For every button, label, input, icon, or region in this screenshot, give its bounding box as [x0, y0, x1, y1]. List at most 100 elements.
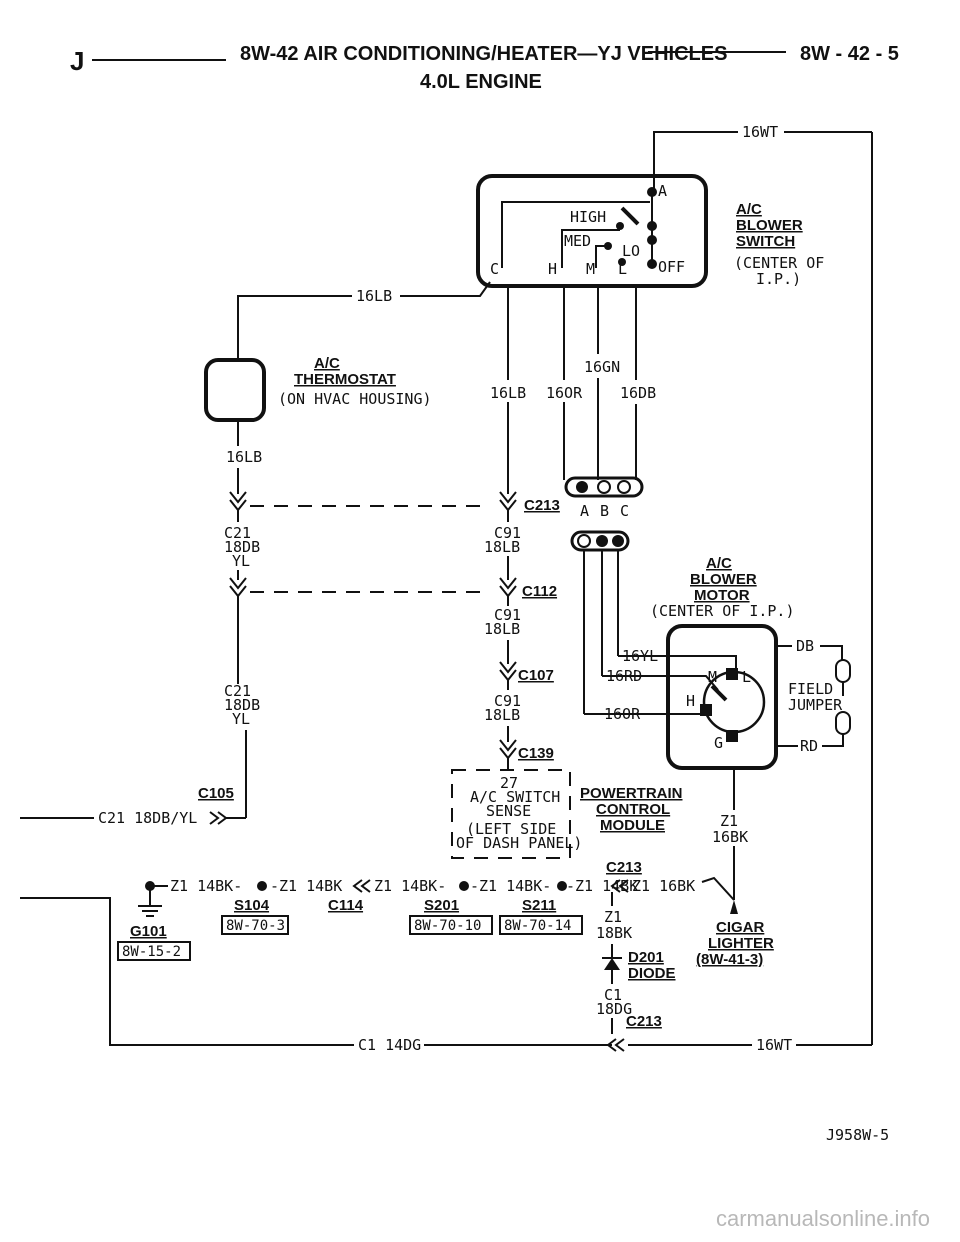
wire-16wt-top: 16WT: [742, 123, 778, 141]
motor-title-1: A/C: [706, 555, 732, 572]
splice-s104: S104: [234, 897, 270, 914]
switch-title-1: A/C: [736, 201, 762, 218]
connector-c112-row: C112 C91 18LB: [229, 577, 557, 684]
switch-a-label: A: [658, 182, 667, 200]
blower-switch: HIGH MED LO OFF A C H M L A/C BLOWER SWI…: [476, 174, 824, 288]
motor-field-jumper-1: FIELD: [788, 680, 833, 698]
outer-loop: 16WT C1 14DG 16WT: [20, 123, 873, 1054]
motor-field-jumper-2: JUMPER: [788, 696, 843, 714]
switch-location-1: (CENTER OF: [734, 254, 824, 272]
wire-c91-c-2: 18LB: [484, 706, 520, 724]
wire-16lb-mid: 16LB: [490, 384, 526, 402]
watermark: carmanualsonline.info: [716, 1206, 930, 1231]
wire-c1-18dg-2: 18DG: [596, 1000, 632, 1018]
pcm-box-4: (LEFT SIDE: [466, 820, 556, 838]
splice-s201: S201: [424, 897, 459, 914]
motor-location: (CENTER OF I.P.): [650, 602, 795, 620]
header-page: 8W - 42 - 5: [800, 43, 899, 65]
wire-z1-16bk-2: 16BK: [712, 828, 748, 846]
diode-label-1: D201: [628, 949, 664, 966]
wire-16db: 16DB: [620, 384, 656, 402]
bus-z1-6: Z1 16BK: [632, 877, 695, 895]
motor-db-label: DB: [796, 637, 814, 655]
switch-lo-label: LO: [622, 242, 640, 260]
wire-c1-14dg: C1 14DG: [358, 1036, 421, 1054]
wire-z1-18bk-2: 18BK: [596, 924, 632, 942]
motor-terminal-l: L: [742, 668, 751, 686]
wire-16or2: 16OR: [604, 705, 641, 723]
switch-location-2: I.P.): [756, 270, 801, 288]
bus-z1-5: -Z1 14BK: [566, 877, 638, 895]
motor-terminal-g: G: [714, 734, 723, 752]
header-letter: J: [70, 46, 84, 76]
diode-d201: Z1 18BK D201 DIODE C1 18DG C213: [596, 908, 676, 1052]
connector-c105-group: C21 18DB YL C105 C21 18DB/YL: [20, 682, 260, 827]
wire-16lb-left: 16LB: [226, 448, 262, 466]
connector-abc-b: B: [600, 502, 609, 520]
wire-16or: 16OR: [546, 384, 583, 402]
thermostat-title-2: THERMOSTAT: [294, 371, 396, 388]
pcm-box-5: OF DASH PANEL): [456, 834, 582, 852]
connector-abc-c: C: [620, 502, 629, 520]
wire-c1-18dg-1: C1: [604, 986, 622, 1004]
switch-terminal-l: L: [618, 260, 627, 278]
connector-c213-b: C213: [606, 859, 642, 876]
thermostat-title-1: A/C: [314, 355, 340, 372]
header-title: 8W-42 AIR CONDITIONING/HEATER—YJ VEHICLE…: [240, 43, 727, 65]
diode-label-2: DIODE: [628, 965, 676, 982]
connector-c112: C112: [522, 583, 557, 600]
wire-c21-b-2: 18DB: [224, 696, 260, 714]
pcm-box-1: 27: [500, 774, 518, 792]
pcm-title-1: POWERTRAIN: [580, 785, 683, 802]
switch-output-wires: 16LB 16OR 16GN 16DB: [490, 286, 656, 494]
wire-c21-b-3: YL: [232, 710, 250, 728]
motor-rd-label: RD: [800, 737, 818, 755]
thermostat: A/C THERMOSTAT (ON HVAC HOUSING) 16LB: [204, 355, 432, 494]
ref-8w-70-10: 8W-70-10: [414, 918, 481, 934]
ground-label: G101: [130, 923, 167, 940]
connector-abc-upper: A B C: [564, 476, 644, 520]
wire-c21-a-3: YL: [232, 552, 250, 570]
pcm-title-3: MODULE: [600, 817, 665, 834]
wire-c91-b-1: C91: [494, 606, 521, 624]
wire-16wt-bottom: 16WT: [756, 1036, 792, 1054]
wire-z1-18bk-1: Z1: [604, 908, 622, 926]
cigar-title-3: (8W-41-3): [696, 951, 763, 968]
wire-16lb-top-group: 16LB: [237, 281, 491, 360]
switch-title-2: BLOWER: [736, 217, 803, 234]
splice-s211: S211: [522, 897, 556, 914]
wire-c21-a-1: C21: [224, 524, 251, 542]
wire-z1-16bk-1: Z1: [720, 812, 738, 830]
bus-z1-1: Z1 14BK-: [170, 877, 242, 895]
ref-8w-70-14: 8W-70-14: [504, 918, 571, 934]
pcm-title-2: CONTROL: [596, 801, 670, 818]
wire-16rd: 16RD: [606, 667, 642, 685]
motor-terminal-h: H: [686, 692, 695, 710]
wire-c91-a-1: C91: [494, 524, 521, 542]
cigar-lighter: CIGAR LIGHTER (8W-41-3): [696, 900, 774, 968]
pcm-box-2: A/C SWITCH: [470, 788, 560, 806]
header-subtitle: 4.0L ENGINE: [420, 71, 542, 93]
connector-c105: C105: [198, 785, 234, 802]
thermostat-location: (ON HVAC HOUSING): [278, 390, 432, 408]
header: J 8W-42 AIR CONDITIONING/HEATER—YJ VEHIC…: [70, 43, 899, 93]
connector-c213-row: C213 C21 18DB YL C91 18LB: [224, 491, 560, 580]
motor-title-3: MOTOR: [694, 587, 750, 604]
splice-c114: C114: [328, 897, 364, 914]
connector-c107: C107: [518, 667, 554, 684]
motor-title-2: BLOWER: [690, 571, 757, 588]
connector-c213-a: C213: [524, 497, 560, 514]
ground-g101: G101 8W-15-2: [117, 886, 191, 961]
wire-c21-a-2: 18DB: [224, 538, 260, 556]
bus-z1-4: -Z1 14BK-: [470, 877, 551, 895]
wire-16yl: 16YL: [622, 647, 658, 665]
connector-c139: C139: [518, 745, 554, 762]
connector-abc-lower: [570, 530, 630, 714]
switch-med-label: MED: [564, 232, 591, 250]
ref-8w-15-2: 8W-15-2: [122, 944, 181, 960]
connector-abc-a: A: [580, 502, 589, 520]
figure-id: J958W-5: [826, 1126, 889, 1144]
wire-c91-b-2: 18LB: [484, 620, 520, 638]
motor-terminal-m: M: [708, 668, 717, 686]
